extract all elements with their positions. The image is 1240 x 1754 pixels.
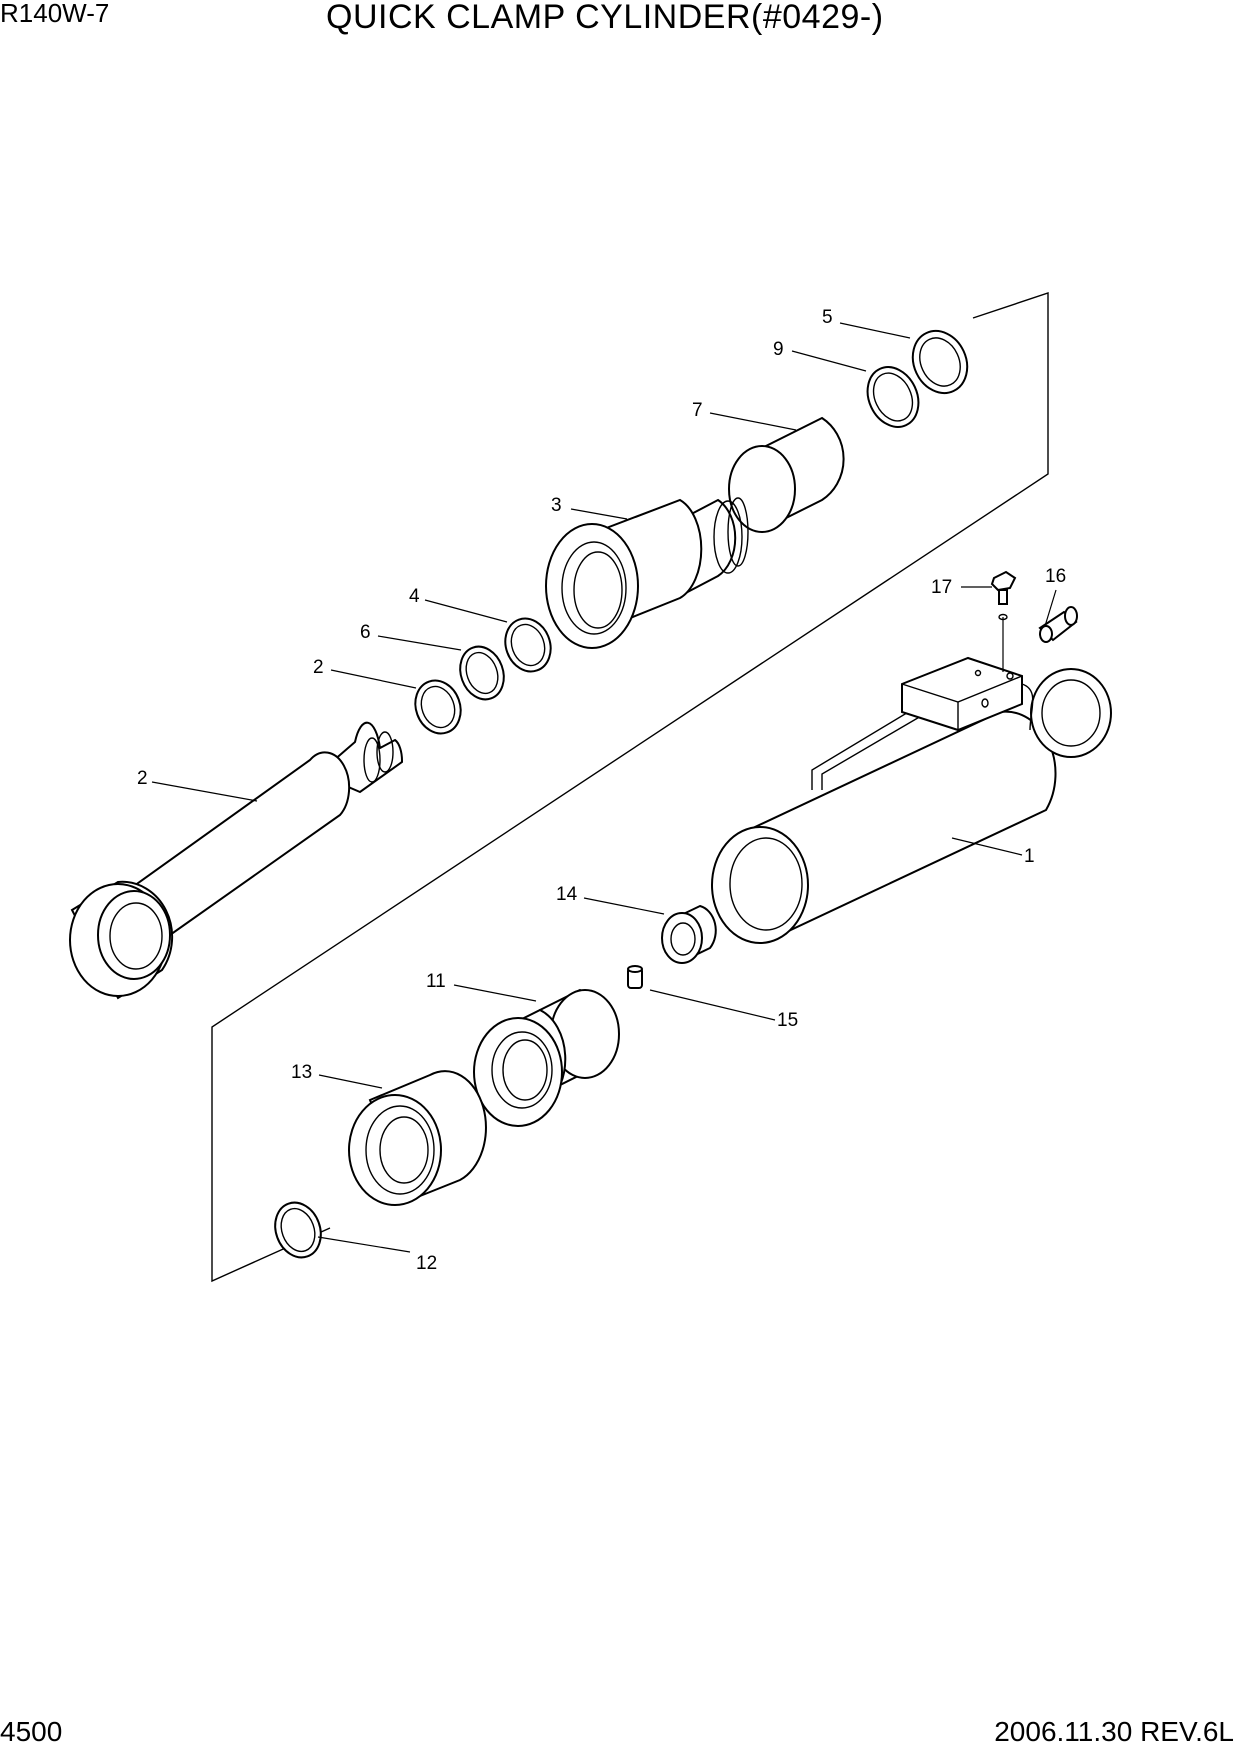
callout-4: 2 xyxy=(313,657,324,678)
callout-11: 11 xyxy=(426,971,446,992)
group-boundary xyxy=(211,292,1049,1283)
part-15-pin xyxy=(627,965,643,989)
callout-17: 17 xyxy=(931,577,952,598)
part-13-cover xyxy=(348,1070,488,1206)
callout-12: 12 xyxy=(416,1253,437,1274)
callout-2: 2 xyxy=(137,768,148,789)
part-17-bolt xyxy=(990,570,1017,621)
callout-9: 9 xyxy=(773,339,784,360)
part-4-ring xyxy=(414,679,462,735)
part-5-ring xyxy=(504,617,552,673)
callout-13: 13 xyxy=(291,1062,312,1083)
part-3-gland xyxy=(545,497,749,649)
callout-1: 1 xyxy=(1024,846,1035,867)
leader-lines xyxy=(151,322,1057,1253)
diagram-title: QUICK CLAMP CYLINDER(#0429-) xyxy=(326,0,884,36)
callout-3: 3 xyxy=(551,495,562,516)
part-1-cylinder-tube xyxy=(711,656,1112,944)
callout-7: 7 xyxy=(692,400,703,421)
part-16-fitting xyxy=(1038,606,1078,643)
part-9-backup-ring xyxy=(866,366,920,428)
part-11-piston xyxy=(473,988,620,1127)
callout-8: 5 xyxy=(822,307,833,328)
page-number: 4500 xyxy=(0,1716,63,1747)
part-12-o-ring xyxy=(274,1201,322,1259)
part-8-o-ring xyxy=(911,329,969,395)
revision-date: 2006.11.30 REV.6L xyxy=(994,1716,1234,1747)
callout-5: 4 xyxy=(409,586,420,607)
callout-6: 6 xyxy=(360,622,371,643)
part-6-ring xyxy=(459,645,505,701)
callout-16: 16 xyxy=(1045,566,1066,587)
model-code: R140W-7 xyxy=(0,0,110,28)
part-2-piston-rod xyxy=(69,721,404,1000)
part-14-bushing xyxy=(661,904,717,964)
callout-14: 14 xyxy=(556,884,578,905)
callout-15: 15 xyxy=(777,1010,798,1031)
